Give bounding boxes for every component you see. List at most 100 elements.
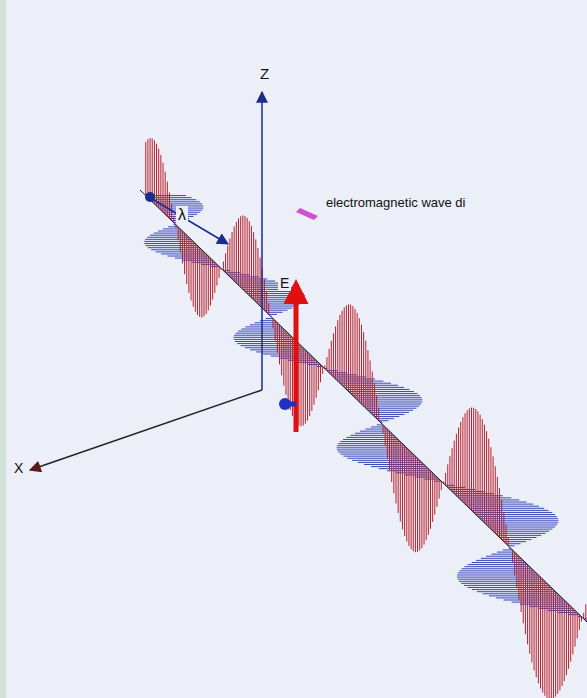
e-field-hatch (559, 596, 560, 691)
e-field-hatch (322, 367, 323, 374)
b-field-hatch (269, 314, 277, 315)
b-field-hatch (558, 612, 577, 613)
e-field-hatch (473, 408, 474, 513)
e-field-hatch (411, 452, 412, 549)
b-field-hatch (355, 433, 392, 434)
e-field-hatch (242, 215, 243, 289)
e-field-hatch (421, 462, 422, 548)
e-field-hatch (268, 303, 269, 314)
wavelength-arrow (152, 199, 228, 244)
e-field-hatch (342, 311, 343, 386)
b-field-hatch (463, 502, 527, 503)
e-field-hatch (432, 473, 433, 522)
e-field-hatch (441, 481, 442, 490)
e-field-hatch (506, 524, 507, 543)
e-field-hatch (352, 306, 353, 396)
b-field-hatch (379, 420, 389, 421)
b-field-hatch (346, 437, 396, 438)
e-field-arrow (294, 284, 299, 432)
e-field-hatch (518, 556, 519, 600)
b-field-hatch (352, 460, 420, 461)
e-field-hatch (486, 431, 487, 525)
e-field-hatch (391, 433, 392, 482)
e-field-hatch (236, 222, 237, 283)
e-field-hatch (529, 567, 530, 654)
b-field-hatch (158, 231, 182, 232)
b-field-hatch (145, 245, 197, 246)
e-field-hatch (305, 350, 306, 424)
b-field-hatch (491, 554, 516, 555)
e-field-hatch (311, 356, 312, 411)
e-field-hatch (499, 488, 500, 537)
e-field-hatch (555, 592, 556, 697)
e-field-hatch (477, 411, 478, 516)
b-field-arrow-head (279, 398, 291, 410)
b-field-hatch (472, 562, 526, 563)
e-field-hatch (329, 349, 330, 373)
e-field-hatch (572, 608, 573, 654)
e-field-hatch (415, 456, 416, 552)
e-field-hatch (568, 604, 569, 669)
e-field-hatch (281, 327, 282, 375)
e-field-hatch (197, 246, 198, 315)
e-field-hatch (452, 448, 453, 491)
e-field-hatch (214, 262, 215, 293)
e-field-hatch (564, 600, 565, 681)
e-field-hatch (385, 427, 386, 446)
e-field-hatch (570, 606, 571, 662)
direction-label: electromagnetic wave di (324, 196, 467, 210)
b-field-hatch (337, 445, 405, 446)
e-field-hatch (264, 279, 265, 310)
b-field-hatch (148, 247, 200, 248)
b-field-hatch (503, 549, 513, 550)
b-field-hatch (500, 537, 537, 538)
b-field-hatch (489, 527, 555, 528)
e-field-hatch (171, 204, 172, 221)
e-field-hatch (225, 253, 226, 272)
e-field-hatch (424, 465, 425, 545)
b-field-hatch (144, 241, 193, 242)
e-field-hatch (566, 602, 567, 675)
e-field-hatch (279, 325, 280, 365)
e-field-hatch (361, 325, 362, 404)
e-field-hatch (372, 372, 373, 415)
e-field-hatch (216, 264, 217, 285)
e-field-hatch (503, 512, 504, 542)
b-field-hatch (379, 468, 429, 469)
e-field-hatch (298, 344, 299, 426)
e-field-hatch (484, 425, 485, 523)
e-field-hatch (210, 258, 211, 305)
e-field-hatch (160, 155, 161, 210)
e-field-hatch (249, 221, 250, 295)
e-field-hatch (339, 315, 340, 383)
e-field-hatch (223, 261, 224, 270)
e-field-hatch (544, 581, 545, 695)
b-field-hatch (486, 556, 519, 557)
e-field-hatch (219, 266, 220, 277)
e-field-hatch (158, 149, 159, 208)
field-label: E (278, 276, 291, 291)
e-field-hatch (344, 307, 345, 387)
e-field-hatch (180, 229, 181, 252)
e-field-hatch (387, 429, 388, 458)
e-field-hatch (428, 469, 429, 535)
wave-hatching (144, 138, 587, 698)
e-field-hatch (467, 410, 468, 506)
b-field-hatch (370, 412, 409, 413)
e-field-hatch (521, 558, 522, 612)
e-field-hatch (147, 139, 148, 197)
b-field-hatch (357, 399, 422, 400)
b-field-hatch (255, 322, 278, 323)
b-field-hatch (476, 560, 523, 561)
b-field-hatch (346, 389, 409, 390)
e-field-hatch (240, 216, 241, 287)
e-field-hatch (367, 350, 368, 410)
e-field-hatch (238, 218, 239, 285)
e-field-hatch (208, 256, 209, 310)
e-field-hatch (525, 562, 526, 634)
e-field-hatch (480, 415, 481, 519)
e-field-hatch (275, 321, 276, 341)
e-field-hatch (309, 354, 310, 416)
e-field-hatch (469, 408, 470, 508)
e-field-hatch (445, 473, 446, 485)
